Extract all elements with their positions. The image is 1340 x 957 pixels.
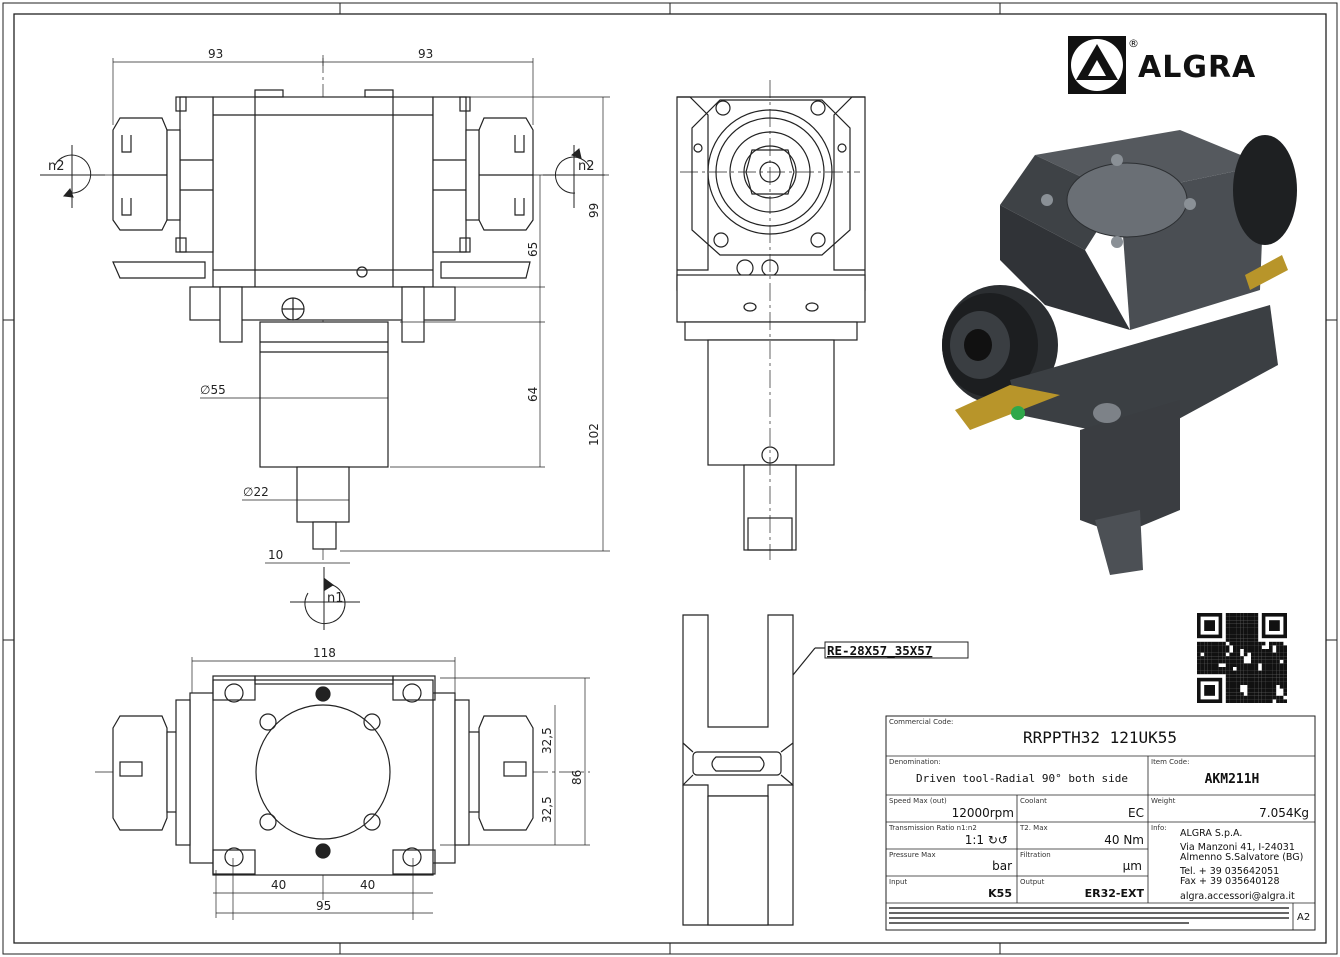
commercial-code: RRPPTH32 121UK55: [1023, 728, 1177, 747]
registered-mark: ®: [1128, 37, 1139, 50]
company-email: algra.accessori@algra.it: [1180, 891, 1295, 902]
dim-10: 10: [268, 548, 283, 562]
pressure-label: Pressure Max: [889, 851, 936, 859]
side-view: [676, 80, 866, 560]
algra-logo: ® ALGRA: [1068, 36, 1256, 94]
rotation-symbol-input: n1: [290, 567, 360, 630]
dim-32-5-bottom: 32,5: [540, 796, 554, 823]
qr-code: [1197, 613, 1287, 703]
title-block: [885, 715, 1316, 931]
shaft-profile-callout: RE-28X57_35X57: [827, 643, 932, 659]
dim-99: 99: [587, 203, 601, 218]
item-code: AKM211H: [1205, 772, 1260, 787]
sheet-size: A2: [1297, 912, 1310, 923]
speed-value: 12000rpm: [952, 806, 1014, 820]
rotation-symbol-left: n2: [40, 145, 105, 208]
filtration-label: Filtration: [1020, 851, 1051, 859]
front-view: [40, 55, 610, 560]
company-address-1: Via Manzoni 41, I-24031: [1180, 842, 1295, 853]
rotation-symbol-right: n2: [543, 145, 605, 208]
svg-text:n1: n1: [327, 591, 344, 606]
coolant-value: EC: [1128, 806, 1144, 820]
input-label: Input: [889, 878, 907, 886]
output-label: Output: [1020, 878, 1045, 886]
dim-118: 118: [313, 646, 336, 660]
bottom-view: [95, 675, 590, 880]
isometric-render: [942, 130, 1297, 575]
shaft-profile-section: [682, 614, 969, 926]
torque-value: 40 Nm: [1104, 833, 1144, 847]
output-value: ER32-EXT: [1085, 887, 1145, 900]
company-fax: Fax + 39 035640128: [1180, 876, 1280, 887]
dim-86: 86: [570, 770, 584, 785]
ratio-value: 1:1 ↻↺: [965, 833, 1008, 847]
bottom-view-dims: 118 86 32,5 32,5 40 40 95: [271, 646, 584, 913]
dim-32-5-top: 32,5: [540, 727, 554, 754]
denomination-label: Denomination:: [889, 758, 941, 766]
dim-102: 102: [587, 423, 601, 446]
weight-label: Weight: [1151, 797, 1176, 805]
dim-93-left: 93: [208, 47, 223, 61]
commercial-code-label: Commercial Code:: [889, 718, 953, 726]
dim-dia-55: ∅55: [200, 383, 226, 397]
dim-64: 64: [526, 387, 540, 402]
torque-label: T2. Max: [1019, 824, 1048, 832]
fine-print-block: [889, 907, 1289, 924]
filtration-unit: µm: [1123, 859, 1142, 873]
dim-dia-22: ∅22: [243, 485, 269, 499]
ratio-label: Transmission Ratio n1:n2: [888, 824, 977, 832]
dim-93-right: 93: [418, 47, 433, 61]
title-block-fields: Commercial Code: RRPPTH32 121UK55 Denomi…: [888, 718, 1310, 924]
company-name: ALGRA S.p.A.: [1180, 828, 1242, 839]
dim-40-left: 40: [271, 878, 286, 892]
info-label: Info:: [1151, 824, 1167, 832]
coolant-label: Coolant: [1020, 797, 1047, 805]
dim-95: 95: [316, 899, 331, 913]
svg-text:n2: n2: [48, 159, 65, 174]
input-value: K55: [988, 887, 1012, 900]
pressure-unit: bar: [992, 859, 1012, 873]
company-tel: Tel. + 39 035642051: [1179, 866, 1279, 877]
brand-name: ALGRA: [1138, 50, 1256, 85]
denomination: Driven tool-Radial 90° both side: [916, 772, 1128, 785]
company-address-2: Almenno S.Salvatore (BG): [1180, 852, 1303, 863]
item-code-label: Item Code:: [1151, 758, 1189, 766]
front-view-dims: 93 93 99 65 64 102 ∅55 ∅22 10: [200, 47, 601, 562]
svg-text:n2: n2: [578, 159, 595, 174]
dim-65: 65: [526, 242, 540, 257]
weight-value: 7.054Kg: [1259, 806, 1309, 820]
dim-40-right: 40: [360, 878, 375, 892]
speed-label: Speed Max (out): [889, 797, 947, 805]
